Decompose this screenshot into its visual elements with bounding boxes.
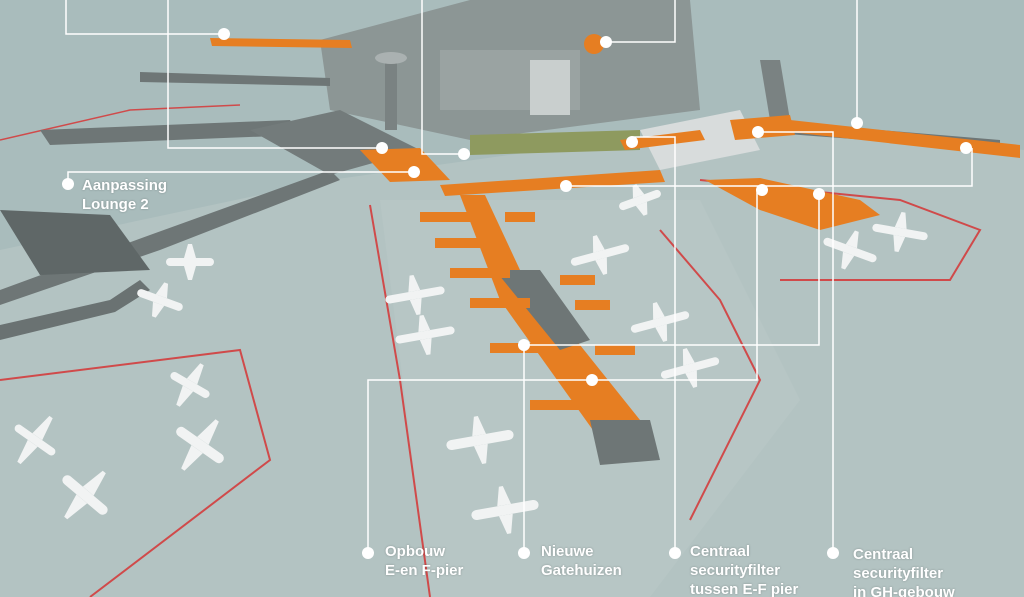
marker-dot xyxy=(376,142,388,154)
highlight-main-corridor xyxy=(440,170,665,196)
aircraft xyxy=(471,486,539,534)
gate-arm-6 xyxy=(530,400,590,410)
callout-line: Opbouw xyxy=(385,543,445,560)
leader-line xyxy=(632,136,676,553)
marker-dot xyxy=(960,142,972,154)
marker-dot xyxy=(600,36,612,48)
aircraft xyxy=(170,363,210,407)
marker-dot xyxy=(518,547,530,559)
aircraft xyxy=(166,244,214,280)
highlight-lounge xyxy=(360,148,450,182)
aircraft xyxy=(395,314,455,356)
gate-arm-8 xyxy=(560,275,595,285)
marker-dot xyxy=(756,184,768,196)
marker-dot xyxy=(218,28,230,40)
leader-line xyxy=(606,0,676,43)
marker-dot xyxy=(586,374,598,386)
callout-securityfilter-ef: Centraal securityfilter tussen E-F pier xyxy=(690,542,798,597)
marker-dot xyxy=(851,117,863,129)
apron-boundary-left xyxy=(0,348,272,597)
callout-line: Lounge 2 xyxy=(82,196,149,213)
callout-line: E-en F-pier xyxy=(385,562,464,579)
marker-dot xyxy=(62,178,74,190)
callout-line: in GH-gebouw xyxy=(853,584,955,597)
pier-top-left xyxy=(140,72,330,86)
gate-arm-1 xyxy=(420,212,480,222)
marker-dot xyxy=(408,166,420,178)
callout-line: Nieuwe xyxy=(541,543,594,560)
pier-left-upper xyxy=(40,120,300,145)
marker-dot xyxy=(560,180,572,192)
pier-left-lower xyxy=(0,280,150,340)
aircraft xyxy=(823,230,877,270)
callout-line: Gatehuizen xyxy=(541,562,622,579)
callout-line: tussen E-F pier xyxy=(690,581,799,597)
leader-line xyxy=(65,0,224,35)
marker-dot xyxy=(362,547,374,559)
aircraft xyxy=(570,235,630,275)
pier-ef-roof xyxy=(495,270,590,350)
marker-dot xyxy=(752,126,764,138)
callout-line: securityfilter xyxy=(690,562,781,579)
leader-line xyxy=(421,0,464,155)
leader-line xyxy=(758,131,834,553)
marker-dot xyxy=(827,547,839,559)
callout-securityfilter-gh: Centraal securityfilter in GH-gebouw xyxy=(853,545,955,597)
gate-arm-10 xyxy=(595,345,635,355)
aircraft xyxy=(385,274,445,316)
callout-line: Centraal xyxy=(690,543,751,560)
callout-line: securityfilter xyxy=(853,565,944,582)
aircraft xyxy=(872,211,928,253)
highlight-pier-top xyxy=(210,38,352,48)
green-court xyxy=(470,130,640,155)
callout-line: Centraal xyxy=(853,546,914,563)
gate-arm-3 xyxy=(450,268,510,278)
gate-arm-7 xyxy=(505,212,535,222)
aircraft xyxy=(176,419,224,471)
highlight-roundhouse xyxy=(584,34,604,54)
callout-line: Aanpassing xyxy=(82,177,168,194)
gate-arm-9 xyxy=(575,300,610,310)
highlight-east-block xyxy=(730,115,795,140)
leader-line xyxy=(523,194,820,553)
pier-ef-head xyxy=(590,420,660,465)
highlight-link xyxy=(620,130,705,150)
aircraft xyxy=(14,415,56,465)
hotel-block xyxy=(530,60,570,115)
callout-ef-pier: Opbouw E-en F-pier xyxy=(385,542,463,580)
aircraft xyxy=(62,470,108,520)
aircraft xyxy=(619,184,661,216)
markers xyxy=(62,28,972,559)
pier-right-upper xyxy=(760,60,790,120)
highlight-gh-building xyxy=(705,178,880,230)
aircraft xyxy=(446,416,514,464)
control-tower-cab xyxy=(375,52,407,64)
callout-lounge-2: Aanpassing Lounge 2 xyxy=(82,176,167,214)
control-tower xyxy=(385,60,397,130)
terminal-left-block xyxy=(0,210,150,275)
aircraft xyxy=(137,282,183,318)
gate-arm-2 xyxy=(435,238,495,248)
marker-dot xyxy=(626,136,638,148)
callout-lines xyxy=(65,0,973,553)
marker-dot xyxy=(518,339,530,351)
apron-boundary-right xyxy=(659,229,762,521)
callout-gatehuizen: Nieuwe Gatehuizen xyxy=(541,542,622,580)
leader-line xyxy=(566,148,973,187)
marker-dot xyxy=(813,188,825,200)
leader-line xyxy=(367,190,758,553)
gate-arm-4 xyxy=(470,298,530,308)
marker-dot xyxy=(458,148,470,160)
marker-dot xyxy=(669,547,681,559)
leader-line xyxy=(167,0,382,149)
